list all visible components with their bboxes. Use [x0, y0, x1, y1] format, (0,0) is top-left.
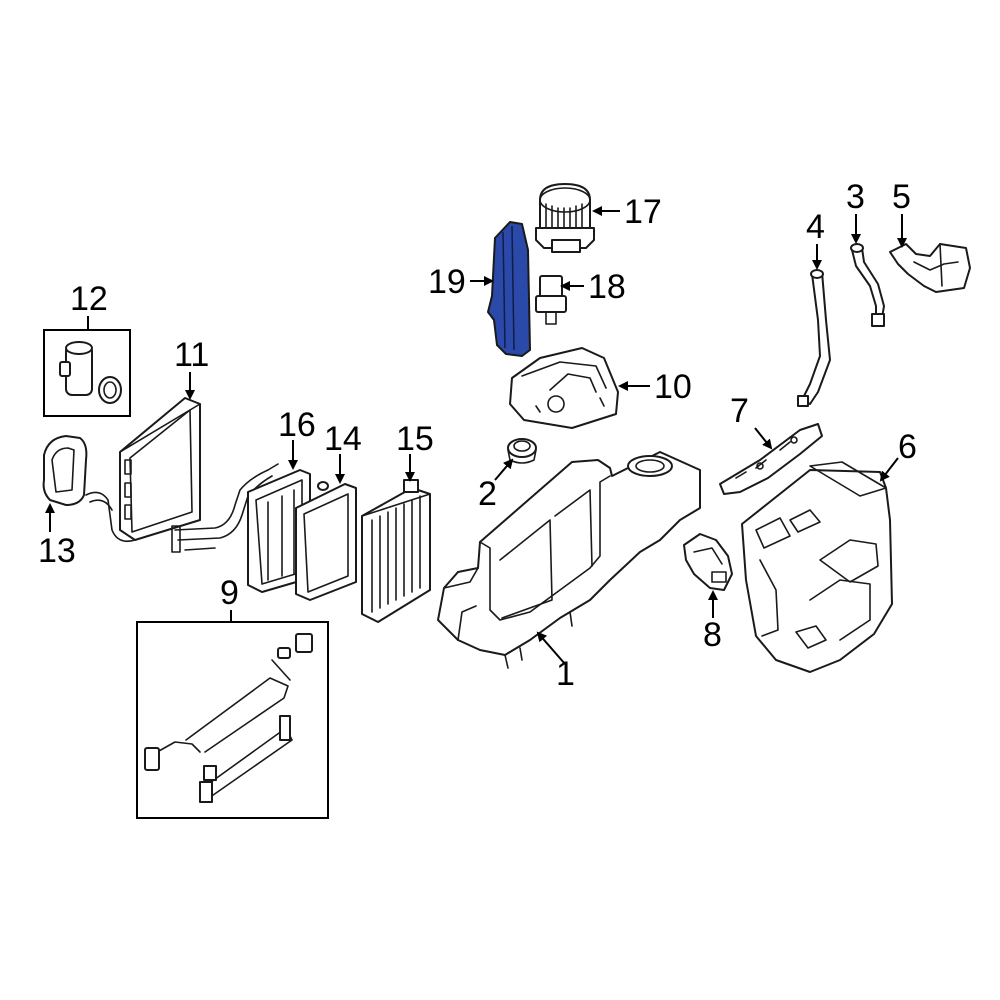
callout-7: 7 [730, 392, 749, 430]
part-1-lower-case[interactable] [437, 451, 701, 669]
callout-4: 4 [806, 208, 825, 246]
callout-10: 10 [654, 368, 692, 406]
callout-1: 1 [556, 655, 575, 693]
part-2-grommet[interactable] [507, 438, 537, 464]
part-17-blower-motor[interactable] [535, 183, 595, 253]
part-6-upper-case[interactable] [741, 461, 893, 673]
callout-11: 11 [174, 336, 209, 374]
callout-12: 12 [70, 280, 108, 318]
part-13-seal[interactable] [42, 435, 88, 506]
callout-3: 3 [846, 178, 865, 216]
part-4-drain-hose[interactable] [797, 269, 831, 407]
callout-5: 5 [892, 178, 911, 216]
callout-16: 16 [278, 406, 316, 444]
part-15-heater-core-assembly[interactable] [361, 479, 431, 623]
part-10-blower-housing[interactable] [509, 347, 619, 429]
part-8-actuator[interactable] [683, 533, 733, 591]
callout-labels: 1 2 3 4 5 6 7 8 9 10 11 12 13 14 15 16 1… [38, 178, 917, 693]
callout-17: 17 [624, 193, 662, 231]
part-19-body [487, 221, 531, 357]
part-14-cabin-filter[interactable] [295, 481, 357, 601]
callout-8: 8 [703, 616, 722, 654]
leader-lines [45, 206, 907, 665]
part-11-evaporator[interactable] [85, 397, 279, 553]
callout-15: 15 [396, 420, 434, 458]
callout-9: 9 [220, 574, 239, 612]
part-18-resistor[interactable] [535, 275, 567, 325]
part-7-bracket[interactable] [719, 423, 823, 495]
callout-19: 19 [428, 263, 466, 301]
callout-2: 2 [478, 475, 497, 513]
callout-6: 6 [898, 428, 917, 466]
callout-13: 13 [38, 532, 76, 570]
part-12-expansion-valve-group[interactable] [43, 329, 131, 417]
part-9-linkage-group[interactable] [136, 621, 329, 819]
part-9-box [136, 621, 329, 819]
part-19-highlighted-duct[interactable] [487, 221, 531, 357]
part-3-hose[interactable] [850, 243, 885, 327]
callout-14: 14 [324, 420, 362, 458]
part-5-duct[interactable] [889, 243, 971, 293]
callout-18: 18 [588, 268, 626, 306]
